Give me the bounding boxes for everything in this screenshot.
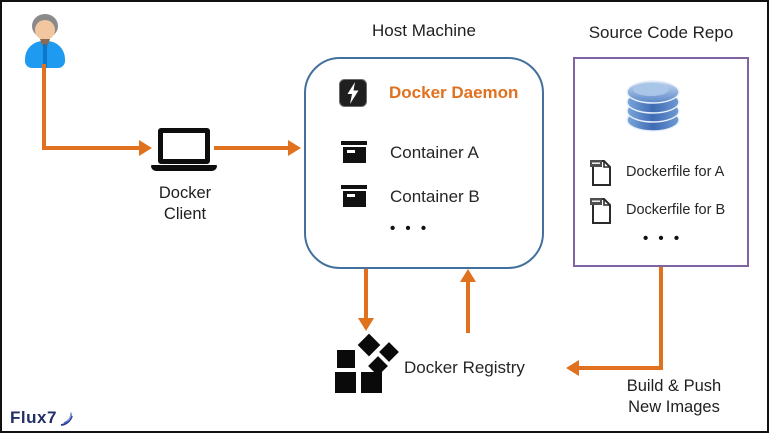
build-push-line1: Build & Push	[626, 377, 722, 395]
docker-daemon-icon	[339, 79, 367, 107]
docker-daemon-label: Docker Daemon	[389, 83, 519, 102]
user-shirt-line	[43, 44, 47, 68]
host-machine-title: Host Machine	[372, 21, 476, 40]
flux7-logo-text: Flux7	[10, 408, 57, 427]
docker-client-line1: Docker	[158, 184, 212, 202]
dockerfile-b-label: Dockerfile for B	[626, 202, 726, 218]
laptop-icon	[158, 128, 210, 164]
arrowhead-to-client	[139, 140, 152, 156]
docker-client-label: Docker Client	[143, 183, 227, 225]
build-push-label: Build & Push New Images	[604, 376, 744, 418]
arrowhead-to-registry	[358, 318, 374, 331]
docker-registry-icon	[333, 333, 399, 394]
database-icon	[624, 77, 682, 140]
container-b-icon	[341, 185, 367, 208]
arrow-user-down-line	[42, 64, 46, 148]
laptop-base	[151, 165, 217, 171]
dockerfile-b-icon	[590, 196, 612, 230]
host-ellipsis: • • •	[390, 220, 430, 237]
repo-ellipsis: • • •	[643, 230, 683, 247]
build-push-line2: New Images	[628, 398, 720, 416]
container-b-label: Container B	[390, 187, 480, 206]
arrow-user-to-client-line	[42, 146, 139, 150]
arrowhead-to-host	[288, 140, 301, 156]
source-repo-title: Source Code Repo	[588, 23, 734, 42]
dockerfile-a-label: Dockerfile for A	[626, 164, 725, 180]
docker-registry-label: Docker Registry	[404, 358, 525, 377]
user-face	[35, 20, 55, 40]
dockerfile-a-icon	[590, 158, 612, 192]
docker-client-line2: Client	[163, 205, 207, 223]
arrowhead-to-host-from-registry	[460, 269, 476, 282]
container-a-label: Container A	[390, 143, 479, 162]
container-a-icon	[341, 141, 367, 164]
flux7-swirl-icon	[59, 410, 76, 427]
arrow-buildpush-to-registry-line	[579, 366, 663, 370]
arrowhead-to-registry-from-repo	[566, 360, 579, 376]
arrow-registry-to-host-line	[466, 281, 470, 333]
arrow-repo-down-line	[659, 267, 663, 370]
arrow-client-to-host-line	[214, 146, 288, 150]
user-icon	[25, 14, 65, 68]
flux7-logo: Flux7	[10, 408, 76, 428]
arrow-host-to-registry-line	[364, 269, 368, 319]
